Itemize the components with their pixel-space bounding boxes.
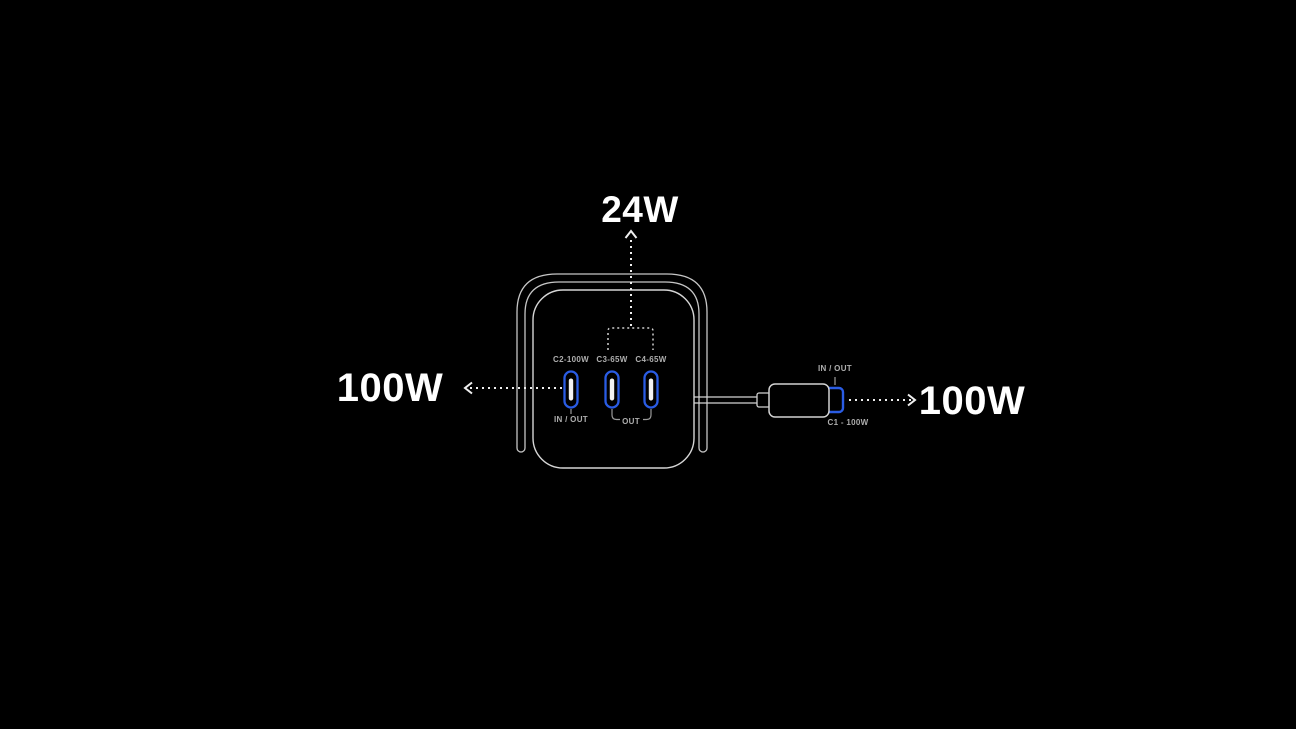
c3-c4-out-label: OUT: [622, 417, 640, 426]
charger-body-outline: [532, 289, 695, 469]
usb-c-plug-body: [768, 383, 830, 418]
callout-24w: 24W: [601, 189, 679, 230]
usb-c-port-c3: [604, 370, 620, 409]
c1-connector-label: C1 - 100W: [827, 418, 869, 427]
c3-c4-out-bracket: [611, 409, 652, 421]
arrow-left-head: [463, 381, 473, 395]
port-label-c3: C3-65W: [596, 355, 628, 364]
cable-line: [694, 396, 757, 404]
port-label-c2: C2-100W: [553, 355, 589, 364]
port-label-c4: C4-65W: [635, 355, 667, 364]
arrow-up-head: [624, 229, 638, 239]
handle-strap-outline: [516, 273, 708, 453]
c2-direction-label: IN / OUT: [554, 415, 588, 424]
c1-direction-label: IN / OUT: [818, 364, 852, 373]
c3-c4-dotted-bracket: [607, 327, 654, 350]
usb-c-plug-strain-relief: [756, 392, 771, 408]
callout-100w-left: 100W: [336, 366, 444, 410]
usb-c-port-c2: [563, 370, 579, 409]
callout-100w-right: 100W: [918, 379, 1026, 423]
arrow-right-head: [907, 393, 917, 407]
usb-c-port-c4: [643, 370, 659, 409]
